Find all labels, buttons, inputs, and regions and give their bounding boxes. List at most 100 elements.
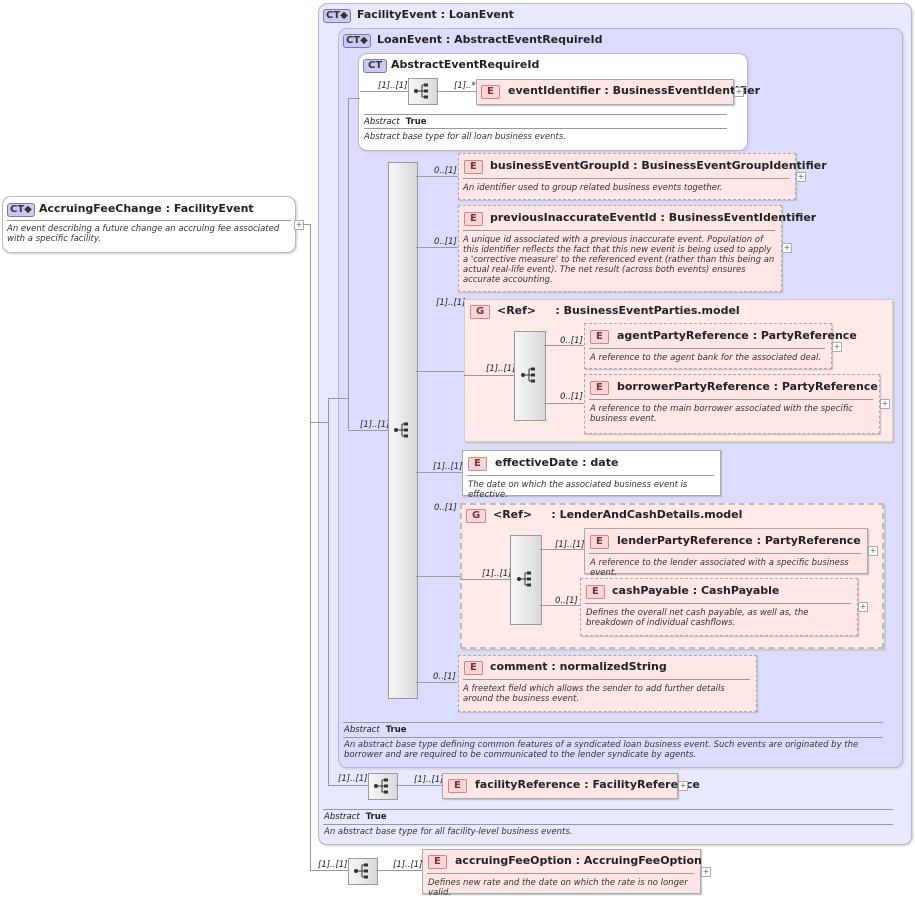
connector bbox=[396, 785, 442, 786]
lender-party-reference-element[interactable]: E lenderPartyReference : PartyReference … bbox=[584, 528, 868, 578]
connector bbox=[464, 375, 514, 376]
ct-badge: CT bbox=[363, 59, 388, 73]
agent-party-reference-element[interactable]: E agentPartyReference : PartyReference A… bbox=[584, 323, 857, 369]
element-description: A reference to the agent bank for the as… bbox=[590, 353, 822, 363]
facility-reference-element[interactable]: E facilityReference : FacilityReference bbox=[442, 773, 700, 799]
element-title: borrowerPartyReference : PartyReference bbox=[617, 380, 878, 393]
divider bbox=[7, 220, 291, 221]
divider bbox=[463, 679, 750, 680]
cardinality: [1]..[1] bbox=[318, 860, 348, 870]
connector bbox=[416, 247, 458, 248]
element-description: A freetext field which allows the sender… bbox=[463, 684, 725, 704]
element-title: effectiveDate : date bbox=[495, 456, 619, 469]
element-title: agentPartyReference : PartyReference bbox=[617, 329, 857, 342]
element-badge: E bbox=[464, 160, 483, 174]
sequence-icon bbox=[354, 863, 368, 879]
divider bbox=[343, 737, 883, 738]
expand-toggle[interactable]: + bbox=[701, 867, 711, 877]
element-description: An identifier used to group related busi… bbox=[463, 183, 723, 193]
connector bbox=[416, 371, 464, 372]
cardinality: [1]..[1] bbox=[482, 569, 512, 579]
connector bbox=[310, 870, 348, 871]
divider bbox=[323, 809, 893, 810]
element-badge: E bbox=[464, 661, 483, 675]
element-description: Defines new rate and the date on which t… bbox=[428, 878, 688, 898]
abstract-event-title: AbstractEventRequireId bbox=[391, 58, 540, 71]
loan-event-description: An abstract base type defining common fe… bbox=[344, 740, 859, 760]
cardinality: [1]..[1] bbox=[360, 420, 390, 430]
element-title: eventIdentifier : BusinessEventIdentifie… bbox=[508, 84, 761, 97]
connector bbox=[540, 605, 580, 606]
element-badge: E bbox=[590, 535, 609, 549]
expand-toggle[interactable]: + bbox=[796, 172, 806, 182]
facility-event-title: FacilityEvent : LoanEvent bbox=[357, 8, 514, 21]
expand-toggle[interactable]: + bbox=[868, 546, 878, 556]
expand-toggle[interactable]: + bbox=[782, 243, 792, 253]
connector bbox=[416, 682, 458, 683]
connector bbox=[416, 176, 458, 177]
cash-payable-element[interactable]: E cashPayable : CashPayable Defines the … bbox=[580, 578, 858, 636]
accruing-fee-option-element[interactable]: E accruingFeeOption : AccruingFeeOption … bbox=[422, 849, 702, 898]
divider bbox=[463, 178, 789, 179]
divider bbox=[343, 722, 883, 723]
loan-event-title: LoanEvent : AbstractEventRequireId bbox=[377, 33, 603, 46]
connector bbox=[328, 398, 348, 399]
business-event-group-id-element[interactable]: E businessEventGroupId : BusinessEventGr… bbox=[458, 153, 827, 200]
divider bbox=[427, 873, 694, 874]
connector bbox=[328, 785, 368, 786]
element-badge: E bbox=[464, 212, 483, 226]
element-title: facilityReference : FacilityReference bbox=[475, 778, 700, 791]
connector bbox=[436, 91, 476, 92]
ct-badge: CT◆ bbox=[7, 203, 35, 217]
element-title: accruingFeeOption : AccruingFeeOption bbox=[455, 854, 702, 867]
effective-date-element[interactable]: E effectiveDate : date The date on which… bbox=[462, 450, 721, 500]
element-badge: E bbox=[590, 330, 609, 344]
cardinality: 0..[1] bbox=[434, 237, 457, 247]
group-badge: G bbox=[470, 305, 491, 319]
borrower-party-reference-element[interactable]: E borrowerPartyReference : PartyReferenc… bbox=[584, 374, 880, 434]
expand-toggle[interactable]: + bbox=[678, 781, 688, 791]
expand-toggle[interactable]: + bbox=[880, 399, 890, 409]
comment-element[interactable]: E comment : normalizedString A freetext … bbox=[458, 655, 757, 712]
cardinality: 0..[1] bbox=[560, 392, 583, 402]
connector bbox=[348, 98, 349, 429]
connector bbox=[328, 398, 329, 785]
root-description: An event describing a future change an a… bbox=[7, 224, 280, 244]
root-type-box[interactable]: CT◆ AccruingFeeChange : FacilityEvent An… bbox=[2, 196, 296, 253]
connector bbox=[360, 91, 408, 92]
sequence-compositor[interactable] bbox=[514, 331, 546, 421]
divider bbox=[589, 348, 825, 349]
event-identifier-element[interactable]: E eventIdentifier : BusinessEventIdentif… bbox=[476, 79, 760, 105]
cardinality: 0..[1] bbox=[434, 166, 457, 176]
expand-toggle[interactable]: + bbox=[858, 602, 868, 612]
cardinality: 0..[1] bbox=[555, 596, 578, 606]
expand-toggle[interactable]: + bbox=[832, 342, 842, 352]
sequence-icon bbox=[374, 778, 388, 794]
cardinality: [1]..[1] bbox=[436, 298, 466, 308]
group-title: <Ref> : LenderAndCashDetails.model bbox=[493, 508, 743, 521]
cardinality: [1]..[1] bbox=[486, 364, 516, 374]
previous-inaccurate-event-id-element[interactable]: E previousInaccurateEventId : BusinessEv… bbox=[458, 205, 816, 292]
element-title: comment : normalizedString bbox=[490, 660, 667, 673]
element-description: Defines the overall net cash payable, as… bbox=[586, 608, 809, 628]
divider bbox=[323, 824, 893, 825]
divider bbox=[589, 553, 861, 554]
sequence-icon bbox=[414, 83, 428, 99]
connector bbox=[416, 576, 460, 577]
divider bbox=[585, 603, 851, 604]
element-description: A reference to the lender associated wit… bbox=[590, 558, 849, 578]
cardinality: [1]..[1] bbox=[555, 540, 585, 550]
root-title: AccruingFeeChange : FacilityEvent bbox=[39, 202, 254, 215]
expand-toggle[interactable]: + bbox=[294, 220, 304, 230]
connector bbox=[540, 549, 584, 550]
expand-toggle[interactable]: + bbox=[734, 87, 744, 97]
element-badge: E bbox=[590, 381, 609, 395]
sequence-icon bbox=[517, 571, 531, 587]
cardinality: [1]..[1] bbox=[414, 775, 444, 785]
cardinality: [1]..[1] bbox=[378, 81, 408, 91]
cardinality: [1]..[1] bbox=[338, 774, 368, 784]
sequence-compositor[interactable] bbox=[510, 535, 542, 625]
connector bbox=[310, 422, 328, 423]
